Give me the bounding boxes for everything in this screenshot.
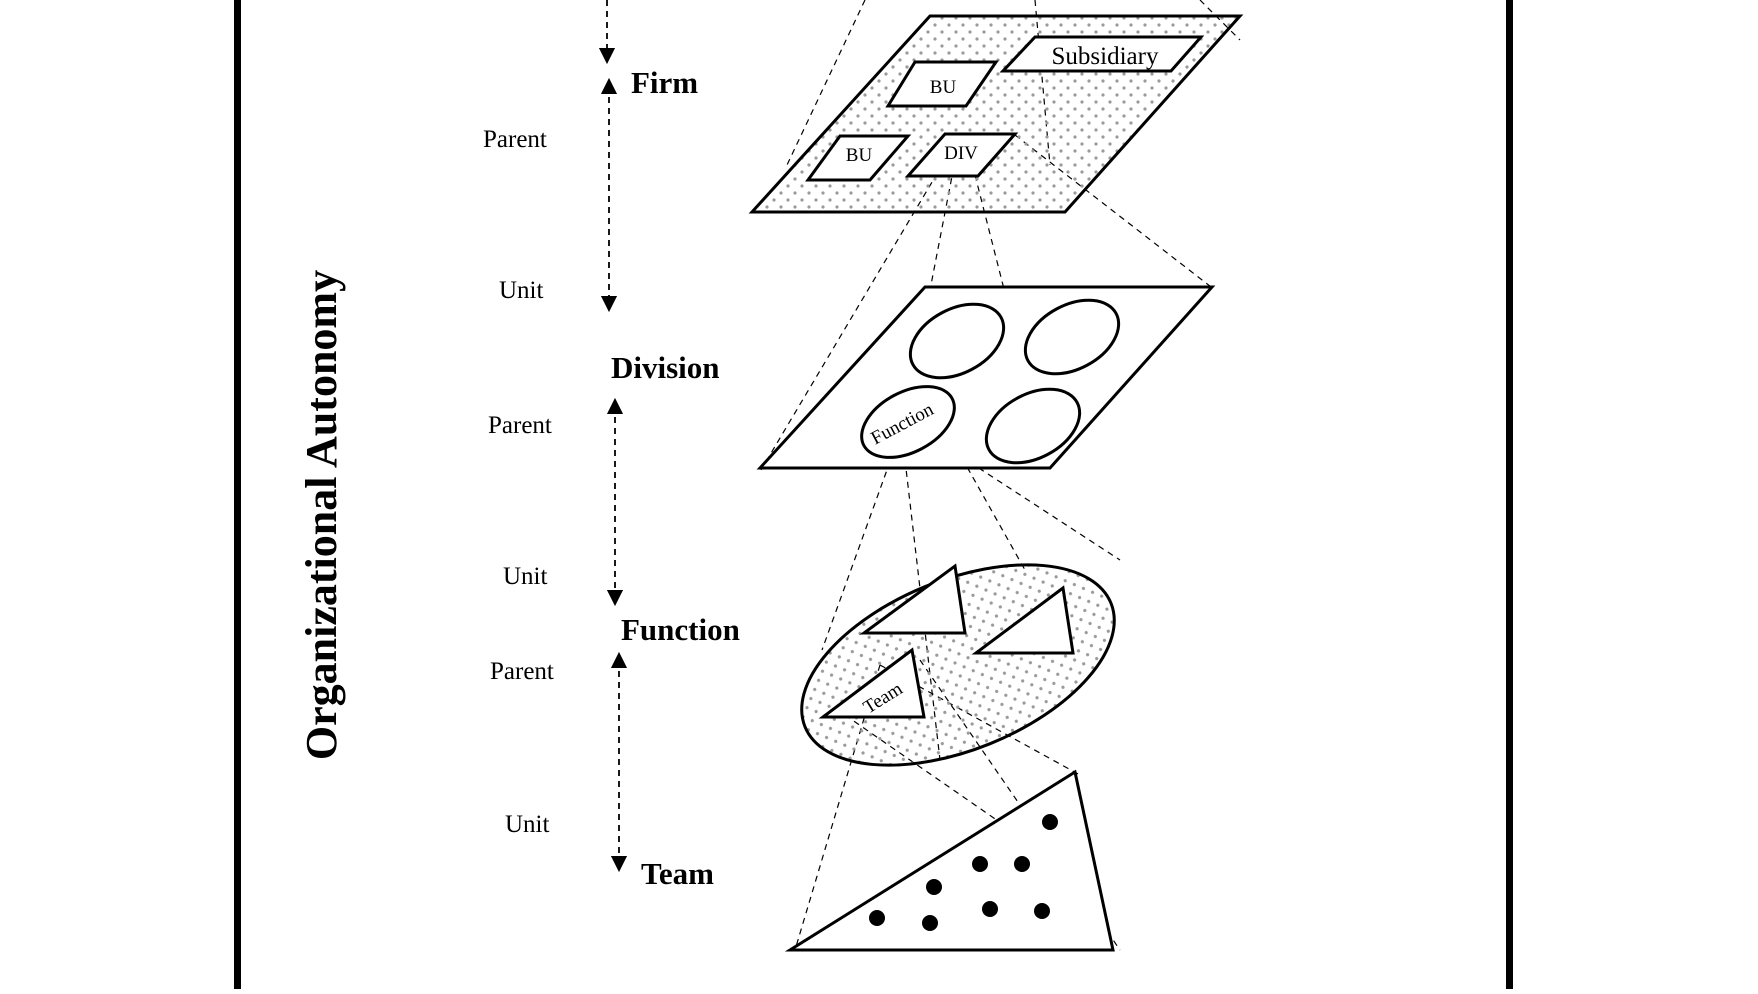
level-label-division: Division xyxy=(611,350,720,385)
function-team-triangle-2 xyxy=(971,585,1075,655)
firm-div-label: DIV xyxy=(944,143,978,164)
function-team-triangle-3 xyxy=(818,647,926,719)
scale-label-parent-division: Parent xyxy=(488,412,552,439)
division-function-ellipse-4 xyxy=(984,387,1082,465)
function-ellipse: Team xyxy=(800,563,1116,767)
firm-bu-label-lower: BU xyxy=(846,145,873,166)
firm-bu-label-upper: BU xyxy=(930,77,957,98)
scale-arrows xyxy=(598,0,628,873)
left-frame-border xyxy=(234,0,241,989)
level-label-team: Team xyxy=(641,856,714,891)
firm-plane: Subsidiary BU BU DIV xyxy=(748,14,1244,214)
division-plane: Function xyxy=(756,285,1216,470)
scale-label-parent-function: Parent xyxy=(490,658,554,685)
firm-subsidiary-box xyxy=(999,35,1205,73)
team-triangle xyxy=(784,769,1115,952)
team-member-dots xyxy=(869,814,1058,931)
scale-label-unit-firm: Unit xyxy=(499,277,544,304)
function-team-triangle-1 xyxy=(859,563,967,635)
firm-bu-box-lower xyxy=(805,134,912,182)
division-function-ellipse-1 xyxy=(908,302,1006,380)
division-function-ellipse-2 xyxy=(1023,298,1121,376)
axis-title: Organizational Autonomy xyxy=(297,270,346,760)
division-function-ellipse-3 xyxy=(860,385,956,459)
level-label-firm: Firm xyxy=(631,65,698,100)
scale-label-unit-division: Unit xyxy=(503,563,548,590)
scale-label-parent-firm: Parent xyxy=(483,126,547,153)
firm-subsidiary-label: Subsidiary xyxy=(1052,43,1159,70)
firm-div-box xyxy=(904,132,1019,178)
level-label-function: Function xyxy=(621,612,740,647)
firm-bu-box-upper xyxy=(885,60,999,108)
right-frame-border xyxy=(1506,0,1513,989)
scale-label-unit-function: Unit xyxy=(505,811,550,838)
